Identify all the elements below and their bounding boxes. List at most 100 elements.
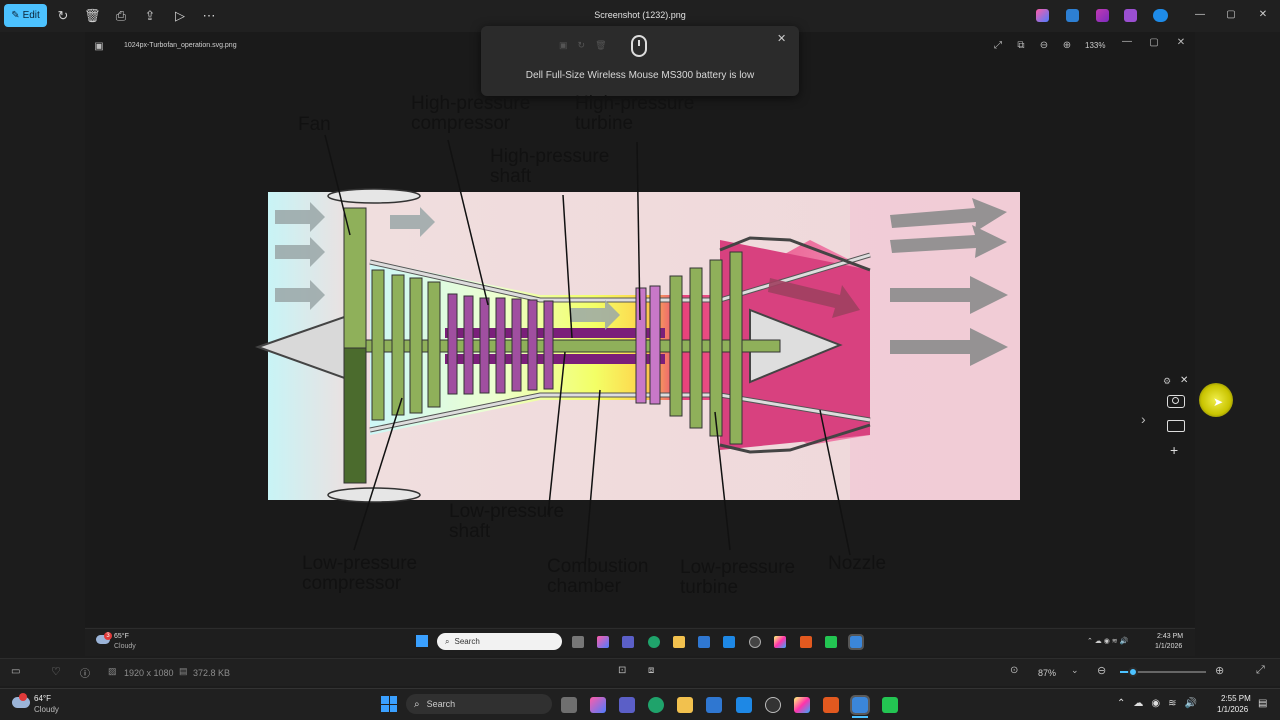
close-icon[interactable]: ✕ <box>1258 9 1268 20</box>
zoom-in-icon[interactable]: ⊕ <box>1062 40 1072 51</box>
inner-file-name: 1024px-Turbofan_operation.svg.png <box>124 42 237 49</box>
edge-icon[interactable] <box>648 697 664 713</box>
inner-weather-icon <box>96 635 110 644</box>
inner-maximize-icon[interactable]: ▢ <box>1149 37 1159 48</box>
clock-time: 2:55 PM <box>1221 694 1251 703</box>
fullscreen-icon[interactable]: ⤢ <box>1256 664 1265 676</box>
weather-icon[interactable] <box>12 697 30 708</box>
share-icon[interactable]: ⇪ <box>144 8 156 23</box>
designer-icon[interactable] <box>1066 9 1079 22</box>
pc-manager-icon[interactable] <box>794 697 810 713</box>
label-lp-shaft: Low-pressure shaft <box>449 501 565 542</box>
clipchamp-icon[interactable] <box>1096 9 1109 22</box>
inner-mail-icon[interactable] <box>723 636 735 648</box>
info-icon[interactable]: ⓘ <box>80 669 90 680</box>
label-hp-turbine: High-pressure turbine <box>575 93 695 134</box>
turbofan-diagram: Fan High-pressure compressor High-pressu… <box>250 90 1050 610</box>
toast-close-icon[interactable]: ✕ <box>777 33 787 45</box>
inner-close-icon[interactable]: ✕ <box>1176 37 1186 48</box>
inner-photos-icon[interactable] <box>848 634 864 650</box>
app-f-icon[interactable] <box>823 697 839 713</box>
photos-icon[interactable] <box>850 695 870 715</box>
crop-icon[interactable]: ⊡ <box>618 665 627 676</box>
capture-toolbar: ⚙ ✕ + <box>1158 372 1194 468</box>
turbofan-illustration <box>254 134 1020 566</box>
teams-icon[interactable] <box>619 697 635 713</box>
window-title: Screenshot (1232).png <box>594 10 686 20</box>
taskbar-search-icon: ⌕ <box>414 698 420 710</box>
media-icon[interactable] <box>1124 9 1137 22</box>
favorite-icon[interactable]: ♡ <box>51 666 61 678</box>
copilot-taskbar-icon[interactable] <box>590 697 606 713</box>
inner-teams-icon[interactable] <box>622 636 634 648</box>
inner-app-green-icon[interactable] <box>825 636 837 648</box>
edit-icon: ✎ <box>11 10 20 21</box>
slideshow-icon[interactable]: ▷ <box>175 8 185 23</box>
inner-pc-icon[interactable] <box>774 636 786 648</box>
label-lp-compressor: Low-pressure compressor <box>302 553 418 594</box>
mouse-icon <box>631 35 647 57</box>
inner-explorer-icon[interactable] <box>673 636 685 648</box>
print-icon[interactable]: ⎙ <box>115 8 127 23</box>
expand-icon[interactable]: ⤢ <box>994 40 1002 51</box>
label-combustion-chamber: Combustion chamber <box>547 556 649 597</box>
notification-icon[interactable]: ▤ <box>1258 698 1268 709</box>
zoom-value[interactable]: 87% <box>1038 668 1057 678</box>
label-hp-compressor: High-pressure compressor <box>411 93 531 134</box>
camera-icon[interactable] <box>1167 395 1185 408</box>
inner-store-icon[interactable] <box>698 636 710 648</box>
rotate-icon[interactable]: ↻ <box>57 8 69 23</box>
zoom-slider-thumb[interactable] <box>1128 667 1138 677</box>
clock-date: 1/1/2026 <box>1217 705 1249 714</box>
inner-tray-icons[interactable]: ⌃ ☁ ◉ ≋ 🔊 <box>1087 638 1129 645</box>
weather-temp: 64°F <box>34 694 51 703</box>
inner-start-icon[interactable] <box>416 635 428 647</box>
inner-minimize-icon[interactable]: — <box>1122 36 1132 47</box>
video-icon[interactable] <box>1167 420 1185 432</box>
inner-search-box[interactable]: ⌕ Search <box>437 633 562 650</box>
app-green-icon[interactable] <box>882 697 898 713</box>
minimize-icon[interactable]: — <box>1195 9 1205 20</box>
copilot-icon[interactable] <box>1036 9 1049 22</box>
mail-icon[interactable] <box>736 697 752 713</box>
inner-clock-time: 2:43 PM <box>1157 633 1184 640</box>
system-tray-icons[interactable]: ⌃☁◉≋🔊 <box>1117 698 1205 709</box>
delete-icon[interactable]: 🗑 <box>84 8 101 23</box>
zoom-dropdown-icon[interactable]: ⌄ <box>1071 665 1079 675</box>
file-size: 372.8 KB <box>193 668 231 678</box>
ocr-icon[interactable]: ⧈ <box>648 665 655 676</box>
file-explorer-icon[interactable] <box>677 697 693 713</box>
edit-button[interactable]: ✎ Edit <box>4 4 47 27</box>
taskview-icon[interactable] <box>561 697 577 713</box>
fit-icon[interactable]: ⧉ <box>1017 40 1025 51</box>
add-icon[interactable]: + <box>1170 442 1179 458</box>
inner-zoom-level: 133% <box>1085 41 1106 50</box>
inner-weather-temp: 65°F <box>114 633 129 640</box>
inner-edge-icon[interactable] <box>648 636 660 648</box>
more-icon[interactable]: ⋯ <box>202 8 216 23</box>
filmstrip-icon[interactable]: ▭ <box>11 666 21 677</box>
label-lp-turbine: Low-pressure turbine <box>680 557 796 598</box>
next-image-icon[interactable]: › <box>1141 411 1146 427</box>
capture-close-icon[interactable]: ✕ <box>1180 375 1189 386</box>
inner-taskview-icon[interactable] <box>572 636 584 648</box>
label-fan: Fan <box>298 114 331 135</box>
store-icon[interactable] <box>706 697 722 713</box>
start-icon[interactable] <box>381 696 397 712</box>
zoom-slider-track[interactable] <box>1120 671 1206 673</box>
toast-toolbar-icons: ▣↻🗑 <box>559 40 607 50</box>
dell-icon[interactable] <box>765 697 781 713</box>
onedrive-icon[interactable] <box>1153 9 1168 22</box>
maximize-icon[interactable]: ▢ <box>1226 9 1236 20</box>
status-zoom-in-icon[interactable]: ⊕ <box>1215 665 1225 677</box>
status-zoom-out-icon[interactable]: ⊖ <box>1097 665 1107 677</box>
taskbar <box>0 688 1280 720</box>
inner-copilot-icon[interactable] <box>597 636 609 648</box>
taskbar-search-box[interactable]: ⌕ Search <box>406 694 552 714</box>
fit-view-icon[interactable]: ⊙ <box>1010 665 1019 676</box>
inner-app-f-icon[interactable] <box>800 636 812 648</box>
inner-dell-icon[interactable] <box>749 636 761 648</box>
zoom-out-icon[interactable]: ⊖ <box>1039 40 1049 51</box>
settings-icon[interactable]: ⚙ <box>1163 376 1172 386</box>
inner-clock-date: 1/1/2026 <box>1155 643 1183 650</box>
